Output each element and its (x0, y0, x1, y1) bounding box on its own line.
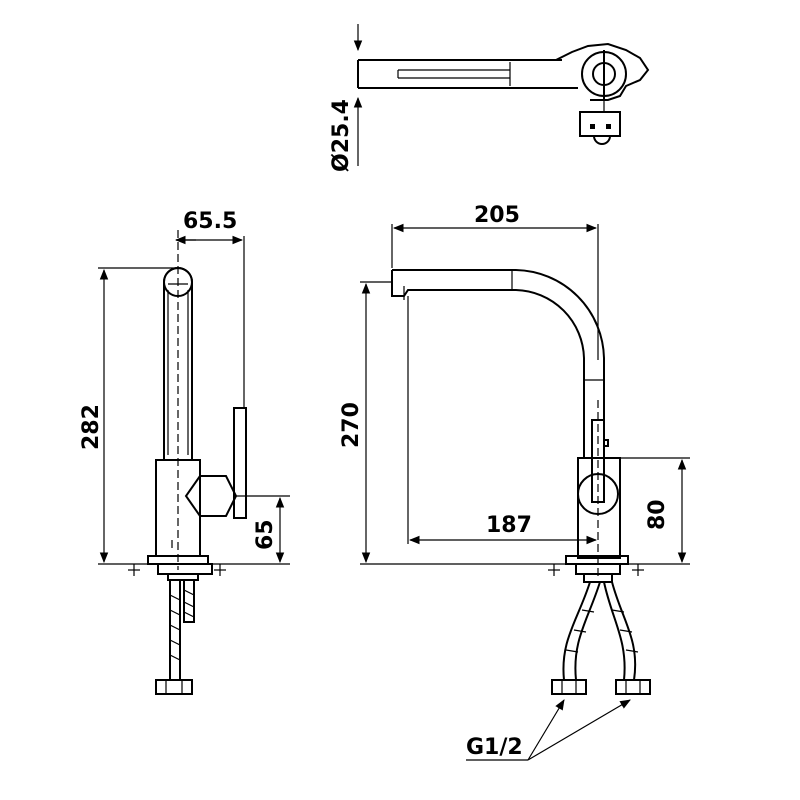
thread-label: G1/2 (466, 735, 523, 760)
side-spout-offset-label: 65.5 (183, 209, 237, 234)
top-diameter-label: Ø25.4 (329, 99, 354, 172)
side-view: 65.5 282 65 (79, 209, 290, 695)
front-height-label: 270 (339, 402, 364, 448)
side-height-label: 282 (79, 404, 104, 450)
front-view: 205 270 187 80 G1/2 (339, 203, 690, 761)
front-body-height-label: 80 (645, 499, 670, 530)
side-handle-height-label: 65 (253, 519, 278, 550)
front-inner-reach-label: 187 (486, 513, 532, 538)
front-reach-label: 205 (474, 203, 520, 228)
top-view: Ø25.4 (329, 24, 650, 172)
